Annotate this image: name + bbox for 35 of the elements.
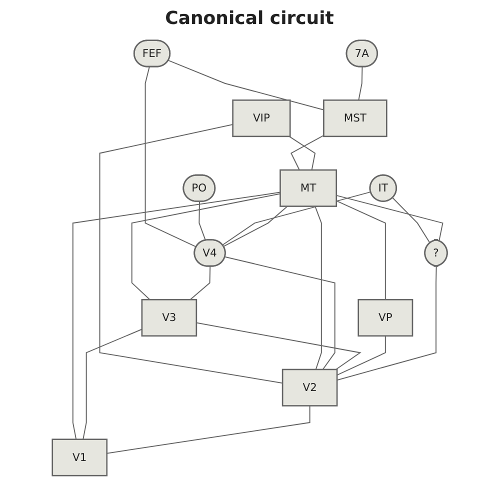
connector [106,406,310,454]
area-box: VIP [232,99,291,138]
area-ellipse: FEF [133,40,170,68]
connector [336,200,386,300]
connector [196,322,362,370]
connector [99,124,282,384]
connector [168,60,324,110]
area-ellipse: IT [369,174,397,202]
connector [336,266,437,381]
connector [290,135,324,170]
area-ellipse: V4 [193,239,226,267]
connector [144,66,196,248]
connector [82,328,142,440]
area-ellipse: 7A [346,40,378,68]
connector [72,192,280,440]
area-box: V1 [51,438,108,476]
connector [314,206,322,370]
connector [358,66,362,100]
area-box: V3 [141,298,197,337]
connector [288,136,316,170]
connector [336,336,386,376]
area-ellipse: PO [182,174,216,202]
area-box: VP [357,298,413,337]
connector [336,194,444,242]
area-box: MT [279,169,337,207]
connector [223,206,288,247]
connector [190,266,210,300]
area-box: V2 [282,368,338,406]
area-ellipse: ? [424,239,448,267]
connector [392,198,430,244]
connector [198,202,206,241]
area-box: MST [322,99,388,138]
connector [131,193,280,300]
diagram-title: Canonical circuit [164,8,335,29]
connector [224,256,336,370]
